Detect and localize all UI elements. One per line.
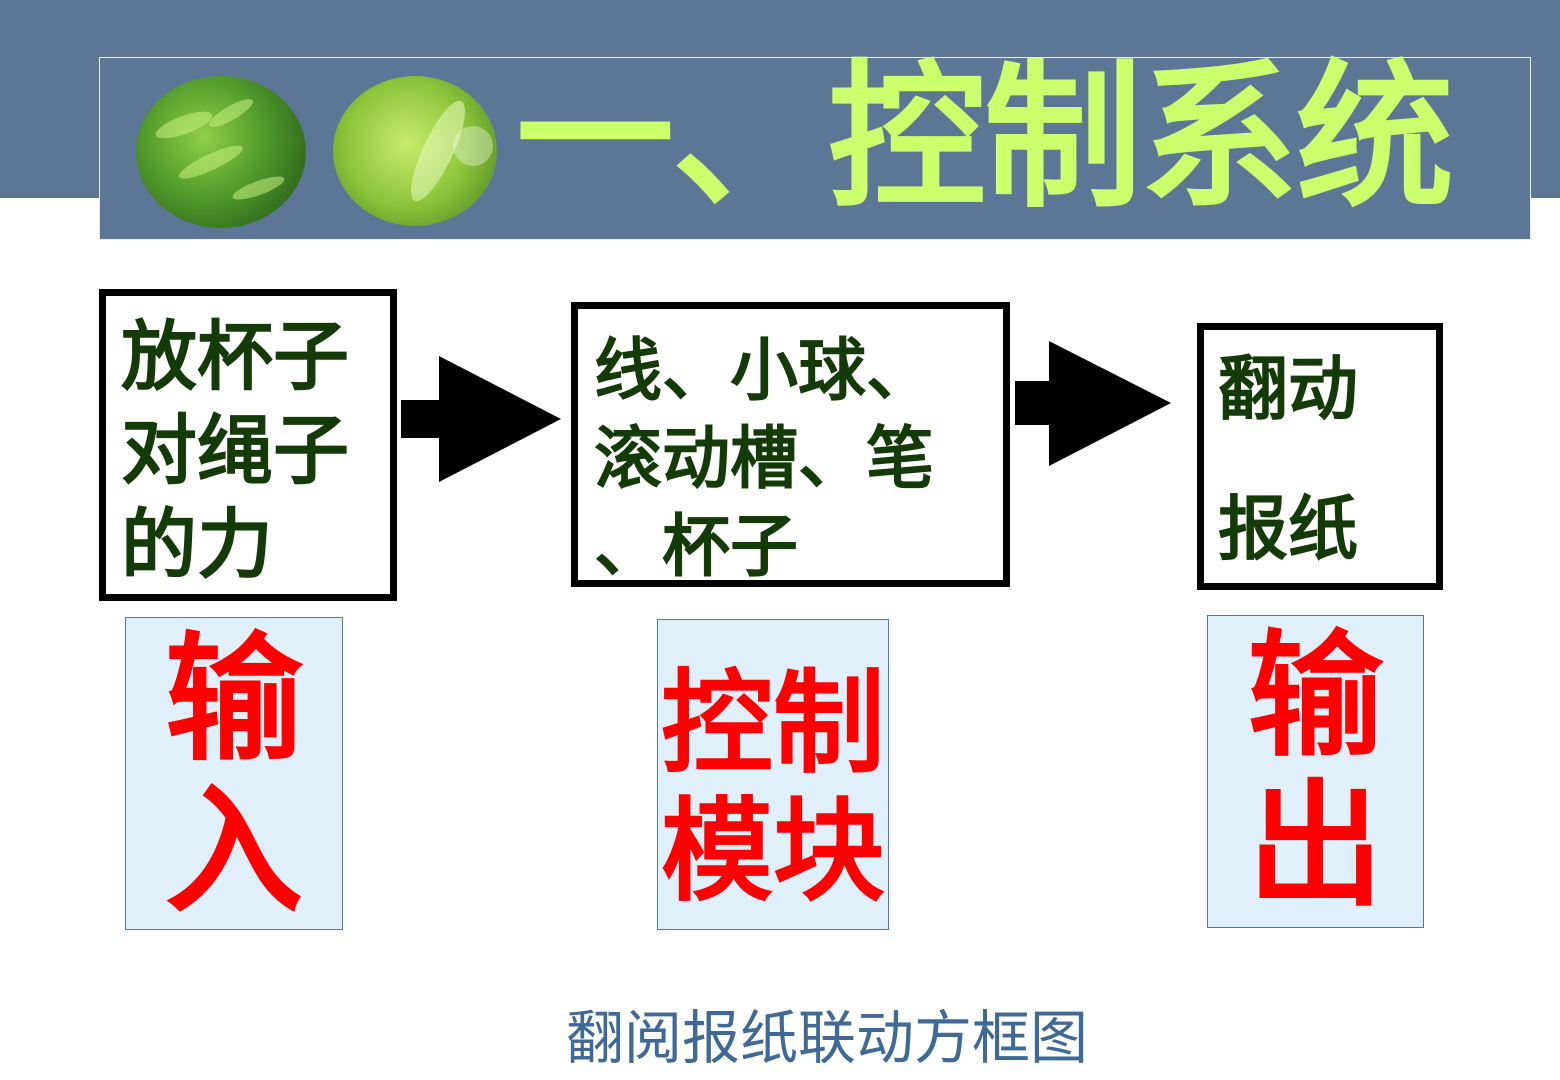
page-title: 一、控制系统	[516, 46, 1454, 230]
green-leaf-circle-icon	[136, 76, 306, 228]
output-label: 输 出	[1207, 615, 1424, 928]
input-box: 放杯子 对绳子 的力	[99, 289, 397, 601]
input-box-line: 的力	[121, 500, 273, 589]
output-box-line: 报纸	[1218, 488, 1358, 570]
output-label-line: 输	[1247, 618, 1384, 776]
control-module-label: 控制 模块	[657, 619, 889, 930]
control-label-line: 模块	[661, 787, 885, 917]
output-box: 翻动 报纸	[1197, 323, 1443, 590]
input-label: 输 入	[125, 617, 343, 930]
control-label-line: 控制	[661, 659, 885, 789]
control-box-line: 滚动槽、笔	[594, 420, 935, 499]
right-arrow-icon	[1015, 341, 1171, 466]
input-box-line: 放杯子	[121, 312, 349, 401]
control-box: 线、小球、 滚动槽、笔 、杯子	[571, 302, 1010, 587]
input-box-line: 对绳子	[121, 406, 349, 495]
input-label-line: 入	[164, 771, 303, 932]
right-arrow-icon	[401, 356, 561, 482]
control-box-line: 、杯子	[594, 508, 799, 587]
output-box-line: 翻动	[1218, 348, 1358, 430]
output-label-line: 出	[1247, 768, 1384, 926]
diagram-caption: 翻阅报纸联动方框图	[565, 1004, 1088, 1072]
control-box-line: 线、小球、	[594, 332, 935, 411]
green-puzzle-circle-icon	[333, 76, 497, 226]
input-label-line: 输	[164, 619, 303, 780]
